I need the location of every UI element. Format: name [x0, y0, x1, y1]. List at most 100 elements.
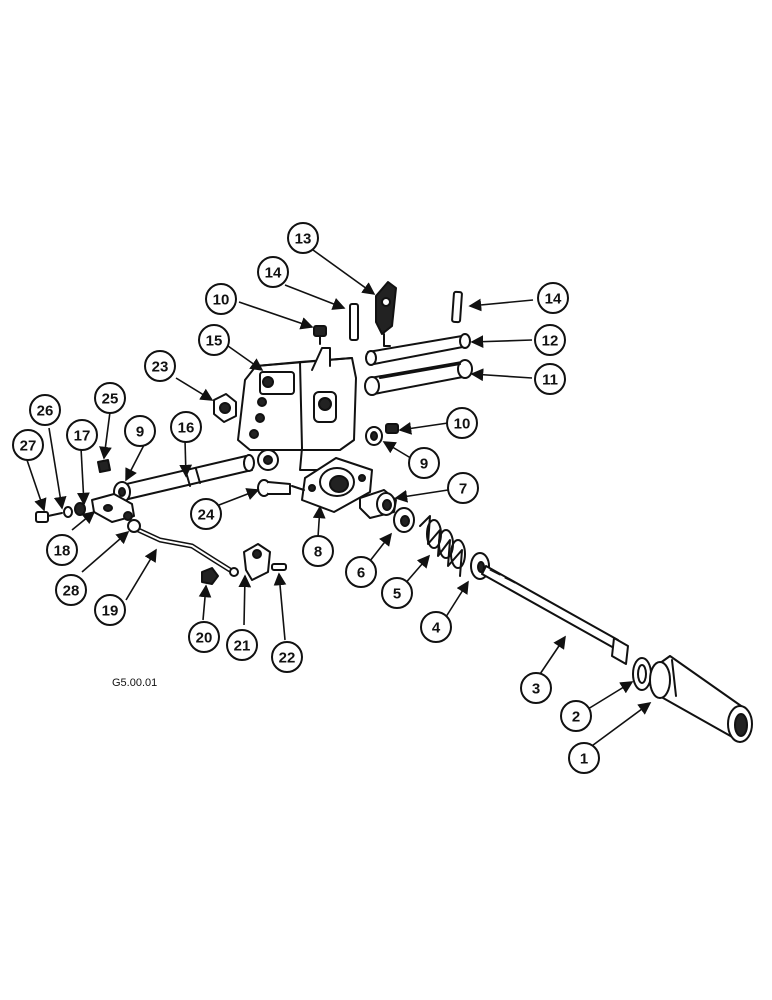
callout-circle — [408, 447, 440, 479]
nipple-25 — [97, 459, 111, 473]
callout-16: 16 — [170, 411, 202, 443]
callout-circle — [381, 577, 413, 609]
callout-number: 9 — [420, 456, 428, 473]
housing-15 — [237, 347, 357, 471]
callout-number: 7 — [459, 481, 467, 498]
callout-circle — [226, 629, 258, 661]
callout-13: 13 — [287, 222, 319, 254]
callout-circle — [534, 363, 566, 395]
callout-number: 14 — [265, 265, 282, 282]
callout-number: 18 — [54, 543, 71, 560]
screw-10-top — [313, 325, 327, 345]
screw-10-right — [385, 423, 399, 434]
shaft-12 — [365, 333, 471, 366]
pin-22 — [271, 563, 287, 571]
callout-circle — [66, 419, 98, 451]
callout-circle — [257, 256, 289, 288]
callout-number: 21 — [234, 638, 251, 655]
washer-26 — [63, 506, 73, 518]
callout-number: 11 — [542, 372, 558, 389]
lever-13 — [375, 281, 397, 347]
callout-circle — [29, 394, 61, 426]
ring-2 — [632, 657, 652, 691]
callout-2: 2 — [560, 700, 592, 732]
callout-11: 11 — [534, 363, 566, 395]
callout-25: 25 — [94, 382, 126, 414]
spring-5 — [419, 515, 466, 577]
callout-circle — [170, 411, 202, 443]
callout-8: 8 — [302, 535, 334, 567]
callout-28: 28 — [55, 574, 87, 606]
callout-number: 10 — [213, 292, 230, 309]
callout-number: 10 — [454, 416, 471, 433]
callout-23: 23 — [144, 350, 176, 382]
callout-3: 3 — [520, 672, 552, 704]
callout-number: 16 — [178, 420, 195, 437]
rod-19 — [127, 519, 233, 573]
flange-8 — [301, 457, 373, 513]
callout-number: 1 — [580, 751, 588, 768]
callout-20: 20 — [188, 621, 220, 653]
leader-lines — [26, 249, 652, 752]
callout-circle — [520, 672, 552, 704]
callout-circle — [124, 415, 156, 447]
callout-circle — [568, 742, 600, 774]
callout-circle — [446, 407, 478, 439]
nut-20 — [201, 567, 219, 585]
figure-reference: G5.00.01 — [112, 677, 157, 689]
nut-23 — [213, 393, 237, 423]
callout-number: 19 — [102, 603, 119, 620]
callout-circle — [534, 324, 566, 356]
callout-number: 13 — [295, 231, 312, 248]
callout-19: 19 — [94, 594, 126, 626]
callout-circle — [447, 472, 479, 504]
bracket-21 — [229, 543, 271, 581]
callout-10: 10 — [446, 407, 478, 439]
shaft-11 — [364, 359, 473, 396]
callout-number: 3 — [532, 681, 540, 698]
callout-number: 27 — [20, 438, 37, 455]
tube-1 — [649, 655, 753, 743]
callout-5: 5 — [381, 577, 413, 609]
washer-6 — [393, 507, 415, 533]
callout-4: 4 — [420, 611, 452, 643]
callout-number: 14 — [545, 291, 562, 308]
callout-circle — [302, 535, 334, 567]
callout-9: 9 — [124, 415, 156, 447]
callout-circle — [46, 534, 78, 566]
callout-circle — [205, 283, 237, 315]
callout-number: 15 — [206, 333, 223, 350]
callout-number: 6 — [357, 565, 365, 582]
callout-circle — [345, 556, 377, 588]
callout-number: 23 — [152, 359, 169, 376]
callout-number: 17 — [74, 428, 91, 445]
sleeve-7 — [359, 489, 397, 519]
pin-14-left — [349, 303, 359, 341]
rod-3 — [481, 565, 629, 665]
callout-number: 22 — [279, 650, 296, 667]
callout-17: 17 — [66, 419, 98, 451]
callout-number: 2 — [572, 709, 580, 726]
callout-number: 26 — [37, 403, 54, 420]
bolt-27 — [35, 511, 63, 523]
callout-circle — [560, 700, 592, 732]
callout-6: 6 — [345, 556, 377, 588]
callout-circle — [188, 621, 220, 653]
callout-circle — [94, 382, 126, 414]
callout-number: 25 — [102, 391, 119, 408]
nut-17 — [74, 502, 86, 516]
callout-18: 18 — [46, 534, 78, 566]
callout-10: 10 — [205, 283, 237, 315]
pin-14-right — [451, 290, 463, 324]
callout-circle — [198, 324, 230, 356]
callout-circle — [190, 498, 222, 530]
callout-circle — [537, 282, 569, 314]
callout-9: 9 — [408, 447, 440, 479]
callout-number: 4 — [432, 620, 441, 637]
callout-26: 26 — [29, 394, 61, 426]
washer-9-right — [365, 426, 383, 446]
callout-12: 12 — [534, 324, 566, 356]
callout-circle — [55, 574, 87, 606]
